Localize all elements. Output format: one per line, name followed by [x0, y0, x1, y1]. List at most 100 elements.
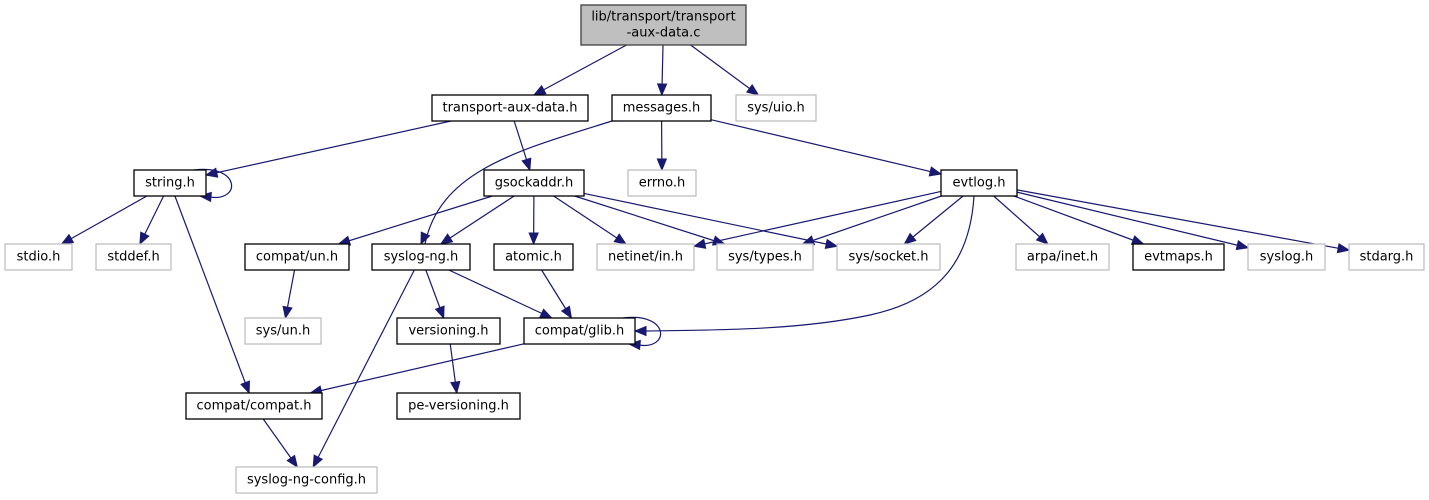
node-transport-aux-data-h[interactable]: transport-aux-data.h — [431, 94, 589, 122]
arrowhead — [240, 380, 250, 395]
node-compat-compat-h[interactable]: compat/compat.h — [185, 392, 323, 420]
edge-gsockaddr-h-to-atomic-h — [528, 195, 539, 246]
node-stdarg-h: stdarg.h — [1348, 243, 1425, 271]
arrowhead — [1336, 242, 1351, 254]
edge-line — [533, 44, 627, 96]
edge-root-to-messages-h — [656, 44, 668, 97]
node-gsockaddr-h[interactable]: gsockaddr.h — [483, 169, 585, 197]
edge-gsockaddr-h-to-sys-socket-h — [583, 192, 839, 250]
arrowhead — [420, 231, 431, 246]
arrowhead — [1035, 232, 1049, 245]
edge-evtlog-h-to-syslog-h — [1016, 191, 1250, 251]
edge-line — [645, 195, 975, 332]
edge-evtlog-h-to-arpa-inet-h — [993, 195, 1049, 245]
edge-gsockaddr-h-to-sys-types-h — [574, 195, 726, 246]
node-box — [4, 243, 73, 271]
node-label: compat/glib.h — [535, 324, 625, 339]
node-label: -aux-data.c — [627, 26, 701, 41]
arrowhead — [60, 233, 75, 245]
edge-root-to-transport-aux-data-h — [532, 44, 627, 96]
node-box — [627, 169, 697, 197]
edge-messages-h-to-evtlog-h — [710, 119, 943, 177]
node-root[interactable]: lib/transport/transport-aux-data.c — [580, 4, 747, 46]
edge-line — [553, 195, 627, 245]
node-label: string.h — [145, 176, 195, 191]
edge-line — [424, 120, 613, 245]
node-box — [483, 169, 585, 197]
edge-line — [193, 168, 233, 198]
edge-compat-glib-h-to-compat-compat-h — [309, 343, 525, 396]
edge-syslog-ng-h-to-syslog-ng-config-h — [312, 269, 415, 469]
edge-line — [338, 195, 493, 245]
edge-gsockaddr-h-to-compat-un-h — [337, 195, 493, 246]
node-label: atomic.h — [505, 250, 562, 265]
node-label: sys/types.h — [728, 250, 802, 265]
node-label: gsockaddr.h — [495, 176, 573, 191]
node-label: stdarg.h — [1360, 250, 1414, 265]
edge-line — [205, 120, 452, 176]
arrowhead — [1235, 239, 1250, 251]
arrowhead — [560, 305, 573, 320]
node-atomic-h[interactable]: atomic.h — [493, 243, 574, 271]
node-label: evtlog.h — [953, 176, 1006, 191]
edge-transport-aux-data-h-to-gsockaddr-h — [513, 120, 532, 172]
node-label: sys/un.h — [256, 324, 310, 339]
node-string-h[interactable]: string.h — [133, 169, 207, 197]
arrowhead — [656, 158, 668, 172]
edge-messages-h-to-errno-h — [656, 120, 668, 172]
node-pe-versioning-h[interactable]: pe-versioning.h — [396, 392, 521, 420]
node-sys-un-h: sys/un.h — [244, 317, 322, 345]
node-box — [1247, 243, 1326, 271]
edge-line — [583, 192, 838, 247]
node-box — [431, 94, 589, 122]
arrowhead — [746, 83, 760, 96]
edge-line — [312, 269, 415, 468]
node-label: compat/un.h — [256, 250, 338, 265]
node-syslog-ng-h[interactable]: syslog-ng.h — [371, 243, 471, 271]
edge-line — [802, 195, 942, 245]
edge-root-to-sys-uio-h — [690, 44, 760, 96]
arrowhead — [450, 380, 461, 395]
arrowhead — [528, 232, 539, 246]
edge-string-h-to-compat-compat-h — [174, 195, 250, 395]
node-evtmaps-h[interactable]: evtmaps.h — [1132, 243, 1225, 271]
edge-compat-un-h-to-sys-un-h — [282, 269, 296, 320]
edge-evtlog-h-to-sys-socket-h — [903, 195, 964, 245]
edge-line — [61, 195, 148, 245]
node-box — [523, 317, 636, 345]
node-label: sys/uio.h — [747, 101, 805, 116]
node-box — [1348, 243, 1425, 271]
node-box — [716, 243, 814, 271]
node-compat-glib-h[interactable]: compat/glib.h — [523, 317, 636, 345]
node-box — [735, 94, 817, 122]
arrowhead — [434, 305, 445, 320]
arrowhead — [532, 84, 547, 96]
node-label: errno.h — [639, 176, 686, 191]
edge-line — [622, 316, 662, 346]
edge-string-h-to-stdio-h — [60, 195, 148, 245]
edge-line — [1016, 189, 1350, 251]
node-versioning-h[interactable]: versioning.h — [396, 317, 501, 345]
node-evtlog-h[interactable]: evtlog.h — [940, 169, 1018, 197]
edge-gsockaddr-h-to-syslog-ng-h — [439, 195, 515, 245]
edge-line — [690, 44, 759, 96]
edge-syslog-ng-h-to-versioning-h — [425, 269, 445, 320]
node-box — [1015, 243, 1110, 271]
edge-syslog-ng-h-to-compat-glib-h — [448, 269, 553, 319]
edge-line — [174, 195, 250, 394]
node-messages-h[interactable]: messages.h — [611, 94, 712, 122]
node-netinet-in-h: netinet/in.h — [596, 243, 695, 271]
node-sys-socket-h: sys/socket.h — [836, 243, 941, 271]
arrowhead — [521, 157, 532, 172]
edge-line — [693, 190, 942, 247]
node-compat-un-h[interactable]: compat/un.h — [244, 243, 350, 271]
node-label: lib/transport/transport — [591, 10, 735, 25]
edge-line — [574, 195, 725, 245]
node-box — [493, 243, 574, 271]
node-box — [596, 243, 695, 271]
node-label: stdio.h — [17, 250, 61, 265]
edge-gsockaddr-h-to-netinet-in-h — [553, 195, 628, 245]
arrowhead — [903, 232, 917, 245]
edge-versioning-h-to-pe-versioning-h — [449, 343, 461, 395]
arrowhead — [539, 308, 553, 319]
